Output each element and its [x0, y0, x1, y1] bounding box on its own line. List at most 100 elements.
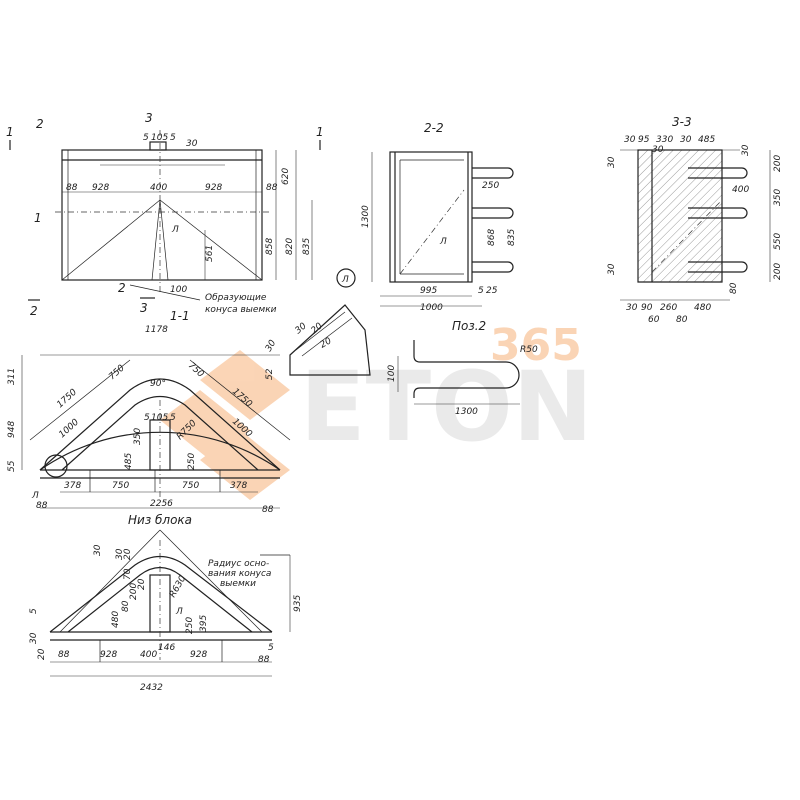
dim-plan-5: 5 — [144, 413, 150, 423]
dim-plan-250: 250 — [187, 453, 197, 470]
node-a-callout: Л — [336, 268, 356, 288]
watermark: 365 ETON — [160, 320, 593, 500]
dim-plan-750b: 750 — [186, 361, 206, 380]
dim-front-88a: 88 — [66, 183, 78, 193]
dim-33-30f: 30 — [741, 144, 751, 156]
cut-3-top: 3 — [145, 111, 153, 125]
dim-plan-750c: 750 — [112, 481, 129, 491]
dim-plan-378a: 378 — [64, 481, 81, 491]
dim-33-30d: 30 — [607, 263, 617, 275]
dim-33-485: 485 — [698, 135, 715, 145]
cut-2-mid: 2 — [118, 281, 126, 295]
dim-22-868: 868 — [487, 229, 497, 246]
dim-bot-r630: R630 — [168, 574, 189, 600]
dim-33-60: 60 — [648, 315, 660, 325]
poz2-rebar: Поз.2 100 1300 R50 — [387, 319, 538, 417]
dim-bot-30: 30 — [29, 632, 39, 644]
dim-front-5b: 5 — [170, 133, 176, 143]
section-2-2: 2-2 1300 250 868 835 995 1000 5 25 Л — [361, 121, 517, 313]
dim-22-250: 250 — [482, 181, 499, 191]
dim-bot-30a: 30 — [115, 548, 125, 560]
dim-plan-350: 350 — [133, 428, 143, 445]
dim-bot-88b: 88 — [258, 655, 270, 665]
cut-2-bottom: 2 — [30, 304, 38, 318]
dim-a-20: 20 — [310, 321, 325, 336]
dim-plan-311: 311 — [7, 368, 17, 385]
radius-note-1: Радиус осно- — [208, 559, 269, 569]
dim-33-330: 330 — [656, 135, 673, 145]
dim-bot-30b: 30 — [93, 544, 103, 556]
cone-note-2: конуса выемки — [205, 305, 277, 315]
dim-bot-20b: 20 — [137, 578, 147, 590]
dim-plan-2256: 2256 — [150, 499, 173, 509]
radius-note-2: вания конуса — [208, 569, 271, 579]
dim-33-30g: 30 — [626, 303, 638, 313]
dim-plan-105: 105 — [151, 413, 168, 423]
dim-front-88b: 88 — [266, 183, 278, 193]
node-a-bottom: Л — [175, 607, 183, 617]
cut-1-right: 1 — [316, 125, 324, 139]
dim-22-995: 995 — [420, 286, 437, 296]
watermark-main: ETON — [300, 351, 593, 463]
dim-22-1000: 1000 — [420, 303, 443, 313]
dim-front-400: 400 — [150, 183, 167, 193]
dim-bot-80: 80 — [121, 600, 131, 612]
node-a-22: Л — [439, 237, 447, 247]
section-3-3: 3-3 30 95 330 30 485 30 200 400 350 550 … — [607, 115, 783, 325]
dim-33-30a: 30 — [624, 135, 636, 145]
dim-plan-485: 485 — [124, 453, 134, 470]
dim-front-100: 100 — [170, 285, 187, 295]
front-view: 2 1 3 1 1 2 2 3 Л 5 105 5 30 88 928 400 … — [6, 111, 324, 318]
bottom-view: 30 20 70 200 80 480 20 R630 Л 250 395 93… — [29, 529, 303, 693]
dim-bot-928a: 928 — [100, 650, 117, 660]
node-a-circle-label: Л — [341, 275, 349, 285]
node-a-front: Л — [171, 225, 179, 235]
niz-bloka-label: Низ блока — [128, 513, 192, 527]
section-2-2-title: 2-2 — [424, 121, 444, 135]
dim-33-200a: 200 — [773, 155, 783, 172]
dim-bot-146: 146 — [158, 643, 175, 653]
dim-33-350: 350 — [773, 189, 783, 206]
dim-22-25: 25 — [486, 286, 498, 296]
dim-front-620: 620 — [281, 168, 291, 185]
dim-bot-70: 70 — [123, 568, 133, 580]
dim-33-80b: 80 — [729, 282, 739, 294]
cone-note-1: Образующие — [205, 293, 267, 303]
dim-33-200b: 200 — [773, 263, 783, 280]
cut-3-bottom: 3 — [140, 301, 148, 315]
dim-bot-480: 480 — [111, 611, 121, 628]
dim-33-30e: 30 — [607, 156, 617, 168]
section-3-3-title: 3-3 — [672, 115, 692, 129]
section-1-1-title: 1-1 — [170, 309, 190, 323]
dim-bot-395: 395 — [199, 615, 209, 632]
dim-plan-52: 52 — [265, 368, 275, 380]
dim-33-30c: 30 — [652, 145, 664, 155]
dim-plan-378b: 378 — [230, 481, 247, 491]
dim-front-835: 835 — [302, 238, 312, 255]
dim-33-400: 400 — [732, 185, 749, 195]
dim-33-80: 80 — [676, 315, 688, 325]
dim-33-550: 550 — [773, 233, 783, 250]
dim-bot-400: 400 — [140, 650, 157, 660]
dim-plan-1178: 1178 — [145, 325, 168, 335]
dim-poz-1300: 1300 — [455, 407, 478, 417]
dim-33-95: 95 — [638, 135, 650, 145]
cut-1-mid: 1 — [34, 211, 42, 225]
dim-bot-250: 250 — [185, 617, 195, 634]
dim-front-5: 5 — [143, 133, 149, 143]
dim-bot-5: 5 — [29, 608, 39, 614]
dim-a-30b: 30 — [264, 338, 279, 353]
dim-22-5: 5 — [478, 286, 484, 296]
poz2-r50: R50 — [520, 345, 538, 355]
poz2-title: Поз.2 — [452, 319, 486, 333]
dim-front-820: 820 — [285, 238, 295, 255]
dim-22-1300: 1300 — [361, 205, 371, 228]
dim-33-30b: 30 — [680, 135, 692, 145]
dim-33-90: 90 — [641, 303, 653, 313]
radius-note-3: выемки — [220, 579, 256, 589]
dim-front-105: 105 — [151, 133, 168, 143]
dim-bot-20c: 20 — [37, 648, 47, 660]
dim-poz-100: 100 — [387, 365, 397, 382]
dim-front-928b: 928 — [205, 183, 222, 193]
